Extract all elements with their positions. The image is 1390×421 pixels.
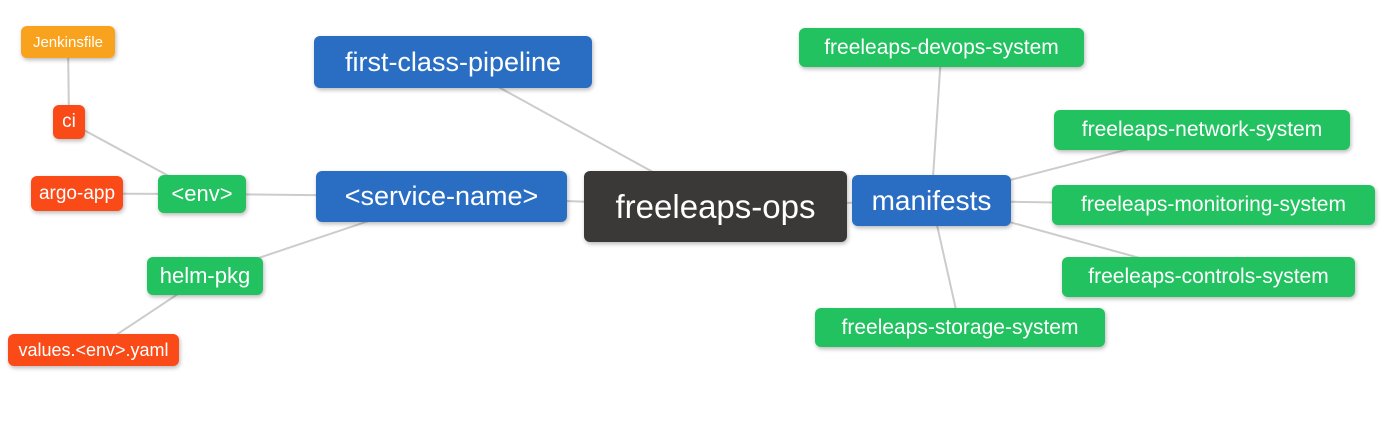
node-label: ci [62,111,76,132]
node-label: values.<env>.yaml [18,339,169,360]
node-freeleaps-devops-system[interactable]: freeleaps-devops-system [799,28,1084,67]
node-manifests[interactable]: manifests [852,175,1011,226]
node-env[interactable]: <env> [158,175,246,213]
node-freeleaps-controls-system[interactable]: freeleaps-controls-system [1062,257,1355,297]
node-label: helm-pkg [159,263,251,288]
node-label: argo-app [38,182,116,204]
node-helm-pkg[interactable]: helm-pkg [147,257,263,295]
node-label: <service-name> [344,181,539,211]
node-label: freeleaps-devops-system [824,35,1059,59]
node-label: freeleaps-ops [615,187,816,225]
node-first-class-pipeline[interactable]: first-class-pipeline [314,36,592,88]
node-freeleaps-ops[interactable]: freeleaps-ops [584,171,847,242]
node-label: freeleaps-controls-system [1088,265,1329,288]
node-label: <env> [171,181,233,206]
node-values-env-yaml[interactable]: values.<env>.yaml [8,334,179,366]
node-label: freeleaps-monitoring-system [1081,193,1346,216]
node-label: freeleaps-network-system [1081,118,1323,141]
node-freeleaps-monitoring-system[interactable]: freeleaps-monitoring-system [1052,185,1375,225]
node-freeleaps-storage-system[interactable]: freeleaps-storage-system [815,308,1105,347]
node-ci[interactable]: ci [53,105,85,139]
node-freeleaps-network-system[interactable]: freeleaps-network-system [1054,110,1350,150]
node-label: freeleaps-storage-system [841,315,1079,339]
node-service-name[interactable]: <service-name> [316,171,567,222]
node-argo-app[interactable]: argo-app [31,176,123,211]
node-label: first-class-pipeline [344,46,562,77]
node-label: manifests [871,184,992,216]
node-jenkinsfile[interactable]: Jenkinsfile [21,26,115,58]
node-label: Jenkinsfile [32,33,104,51]
